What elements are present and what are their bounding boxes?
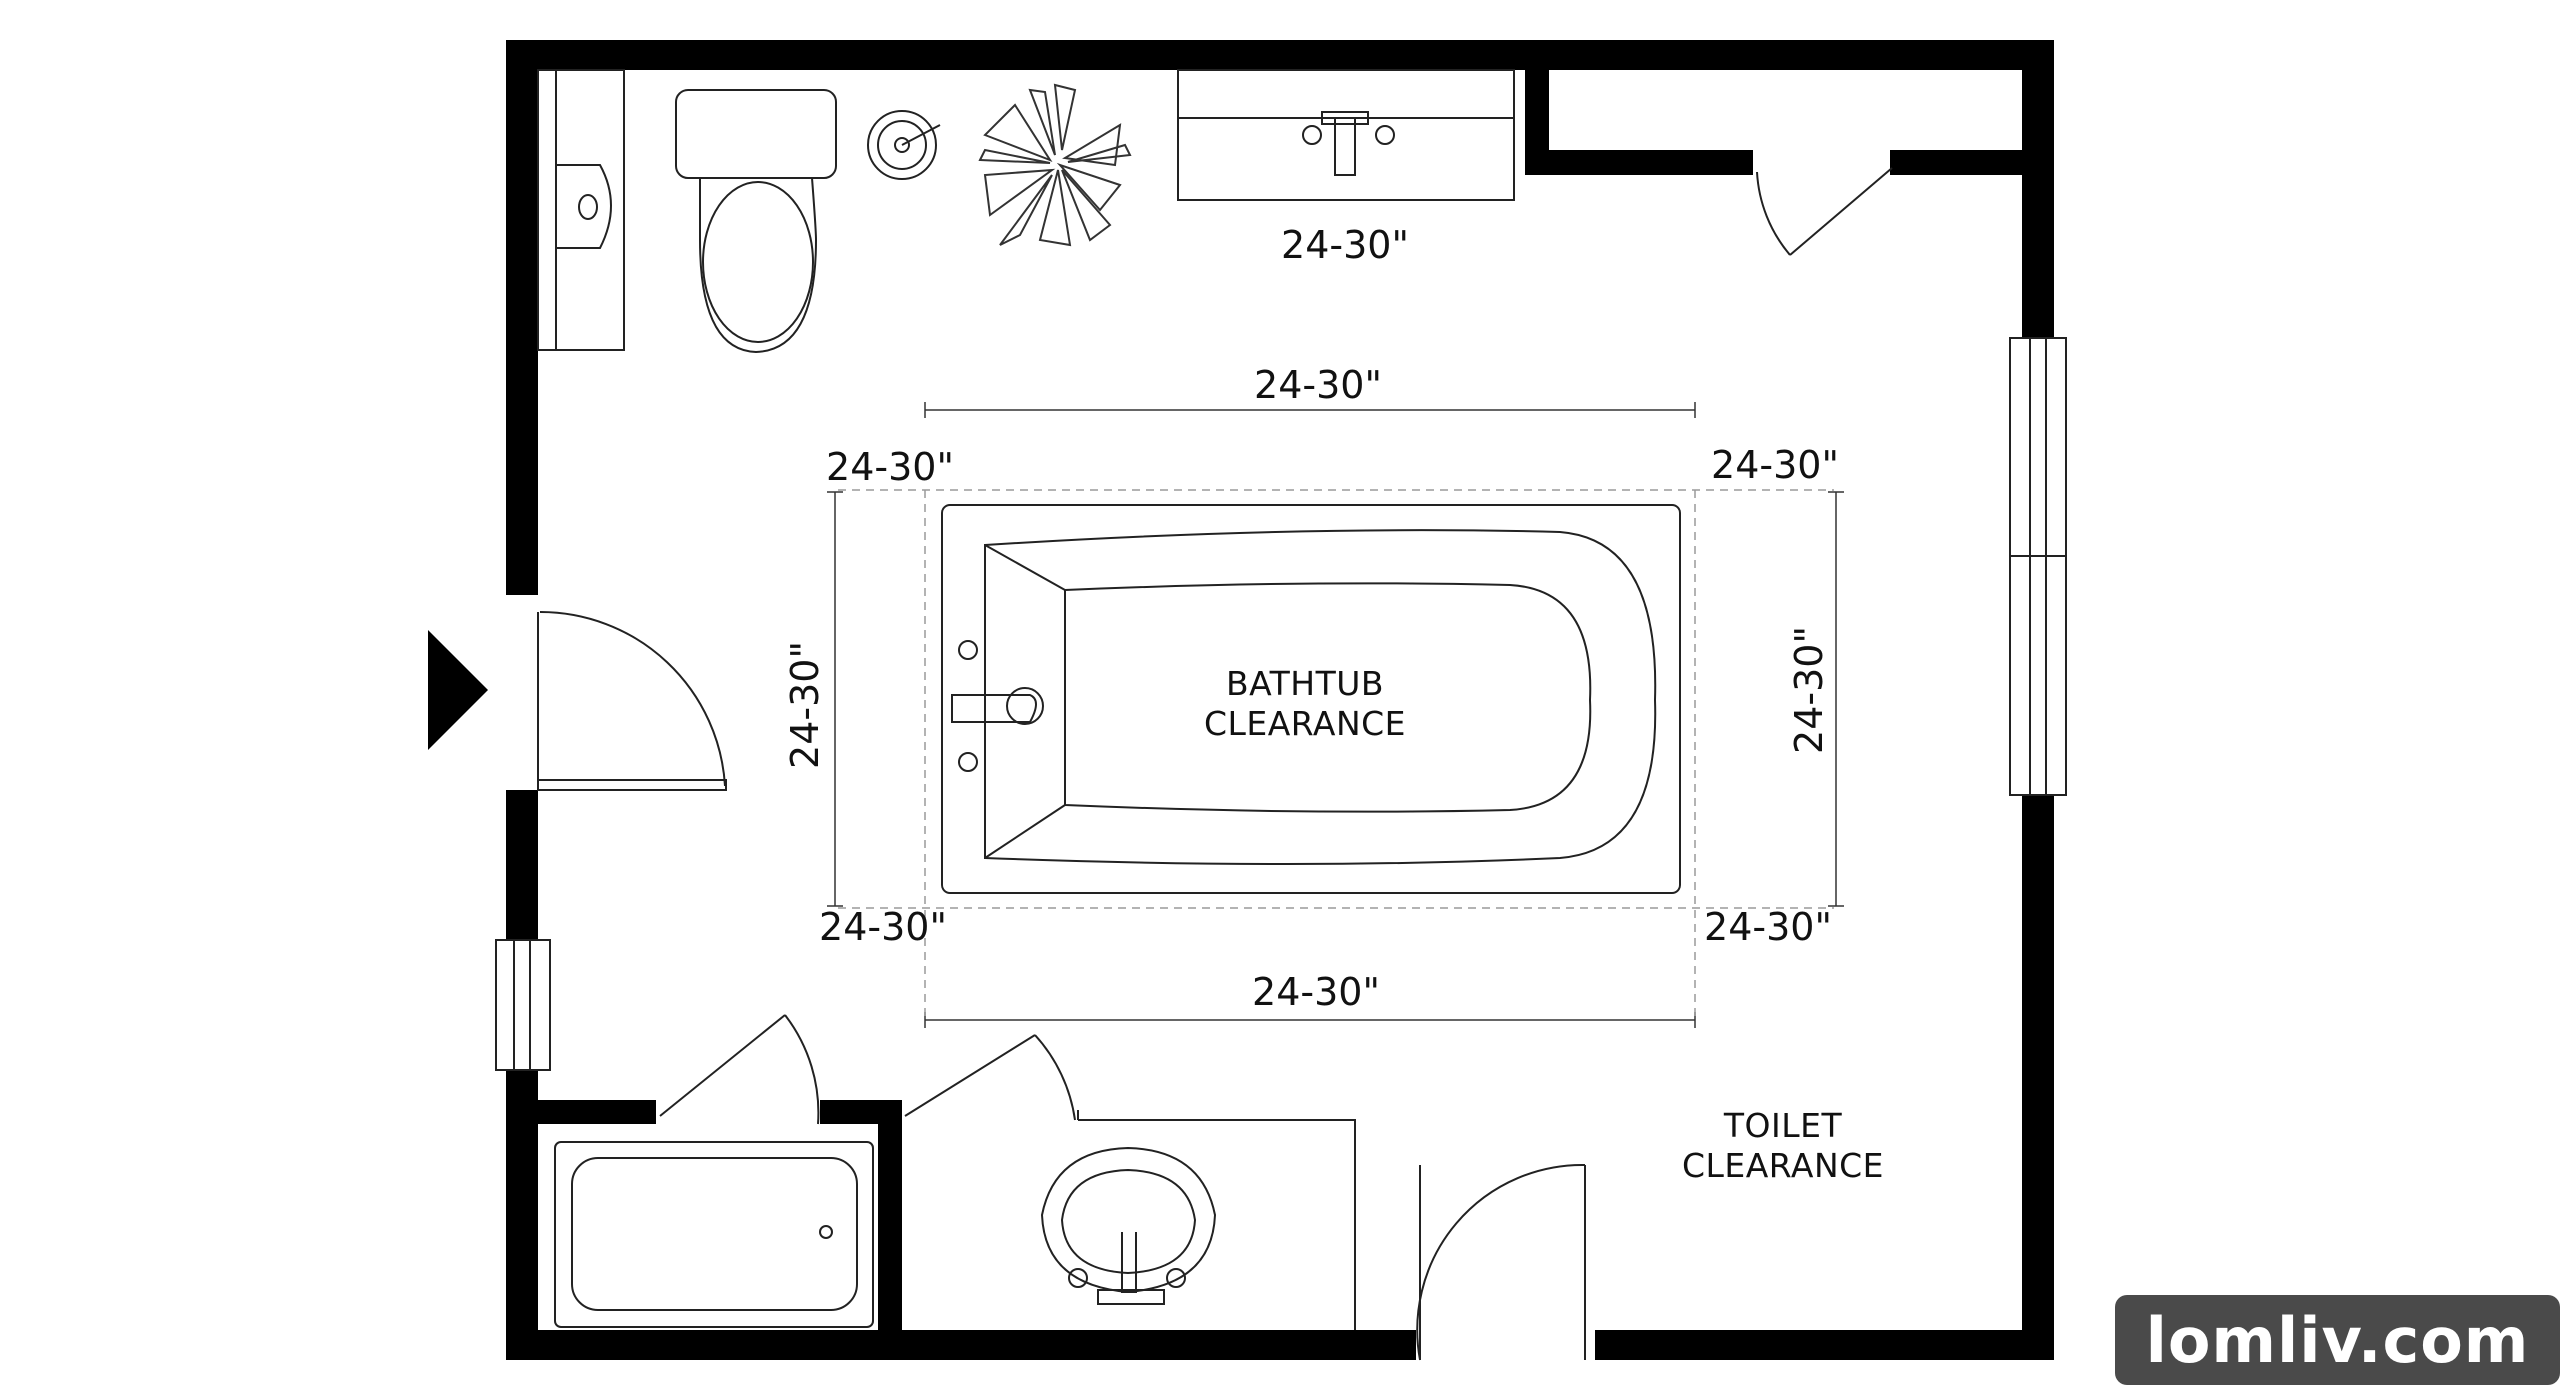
toilet-clearance-line2: CLEARANCE: [1682, 1146, 1884, 1185]
bathtub-clearance-line2: CLEARANCE: [1204, 704, 1406, 743]
right-dimension-label: 24-30": [1787, 626, 1831, 754]
entrance-door: [428, 610, 727, 791]
top-dimension-label: 24-30": [1254, 363, 1382, 407]
bottom-right-dimension-label: 24-30": [1704, 905, 1832, 949]
left-dimension-label: 24-30": [783, 641, 827, 769]
bathtub: [941, 504, 1681, 894]
toilet: [675, 89, 837, 354]
bottom-door: [1416, 1162, 1593, 1361]
left-window: [495, 939, 551, 1071]
clearance-outline: [838, 489, 1834, 1020]
right-window: [2009, 337, 2067, 796]
watermark-text: lomliv.com: [2145, 1303, 2530, 1377]
closet-door: [1755, 152, 1893, 256]
bottom-left-dimension-label: 24-30": [819, 905, 947, 949]
corner-sink: [537, 69, 625, 351]
round-sink: [867, 110, 941, 180]
dimension-lines: [827, 402, 1844, 1028]
walls: [506, 40, 2054, 1360]
pedestal-sink: [1040, 1110, 1356, 1330]
bottom-dimension-label: 24-30": [1252, 970, 1380, 1014]
vanity-sink: [1177, 69, 1515, 201]
toilet-clearance-line1: TOILET: [1723, 1106, 1843, 1145]
vanity-door: [904, 1034, 1076, 1121]
top-left-dimension-label: 24-30": [826, 445, 954, 489]
watermark-badge: lomliv.com: [2115, 1295, 2560, 1385]
vanity-clearance-label: 24-30": [1281, 223, 1409, 267]
plant-icon: [978, 83, 1132, 247]
small-bathtub: [554, 1141, 874, 1328]
bathtub-clearance-line1: BATHTUB: [1226, 664, 1384, 703]
bath-door: [659, 1014, 820, 1125]
top-right-dimension-label: 24-30": [1711, 443, 1839, 487]
labels: 24-30" 24-30" 24-30" 24-30" 24-30" 24-30…: [783, 223, 1884, 1185]
